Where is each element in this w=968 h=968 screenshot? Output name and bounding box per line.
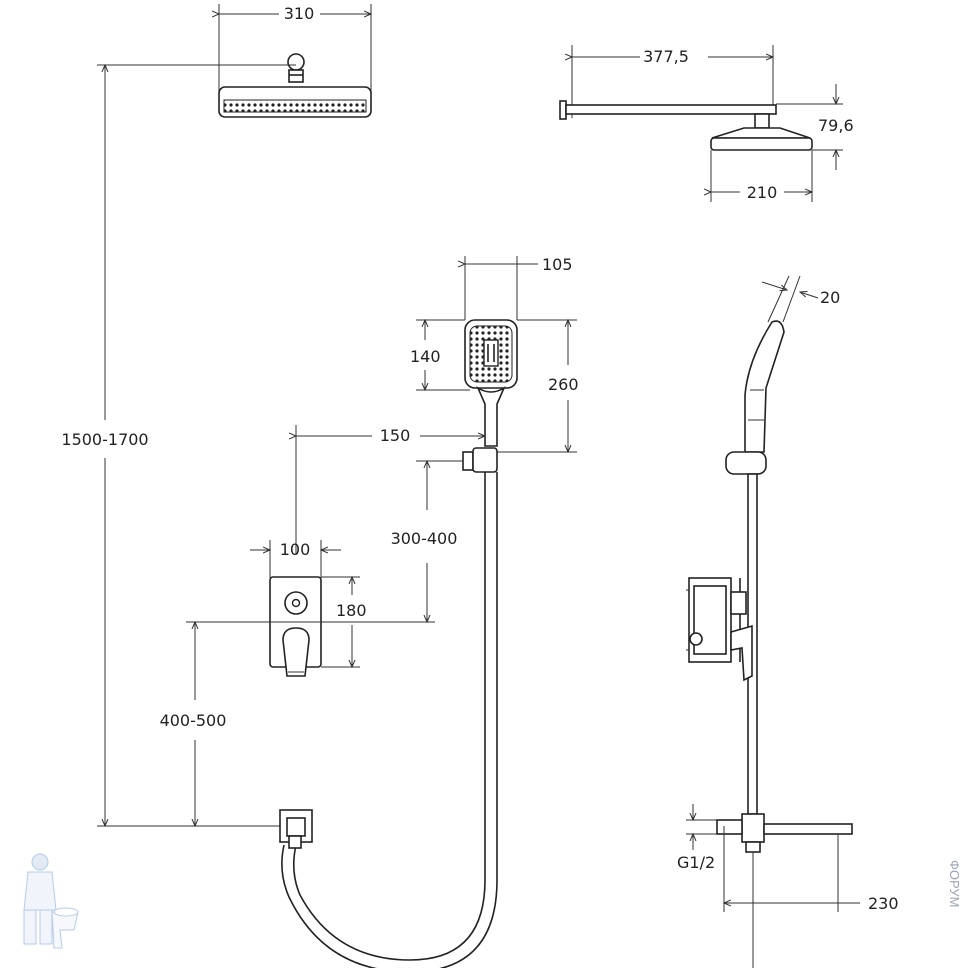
hand-shower-front: 105 140 260 150 300-400 (281, 255, 579, 968)
dim-20: 20 (820, 288, 840, 307)
overhead-shower-front: 310 (219, 4, 371, 118)
total-height-dimension: 1500-1700 (61, 65, 296, 826)
dim-180: 180 (336, 601, 367, 620)
dim-79-6: 79,6 (818, 116, 854, 135)
dim-g1-2: G1/2 (677, 853, 715, 872)
plumber-mascot-logo (23, 853, 79, 949)
dim-260: 260 (548, 375, 579, 394)
shower-rail-side: 20 G1/2 230 (677, 275, 899, 968)
dim-310: 310 (284, 4, 315, 23)
dim-1500-1700: 1500-1700 (61, 430, 148, 449)
dim-150: 150 (380, 426, 411, 445)
dim-100: 100 (280, 540, 311, 559)
dim-400-500: 400-500 (160, 711, 227, 730)
dim-230: 230 (868, 894, 899, 913)
dim-377-5: 377,5 (643, 47, 689, 66)
dim-140: 140 (410, 347, 441, 366)
mixer-front: 100 180 400-500 (160, 540, 435, 826)
dim-300-400: 300-400 (391, 529, 458, 548)
overhead-shower-side: 377,5 79,6 210 (559, 45, 854, 202)
wall-outlet-front (279, 809, 313, 849)
dim-210: 210 (747, 183, 778, 202)
dim-105: 105 (542, 255, 573, 274)
forum-watermark: ФОРУМ (947, 860, 962, 907)
